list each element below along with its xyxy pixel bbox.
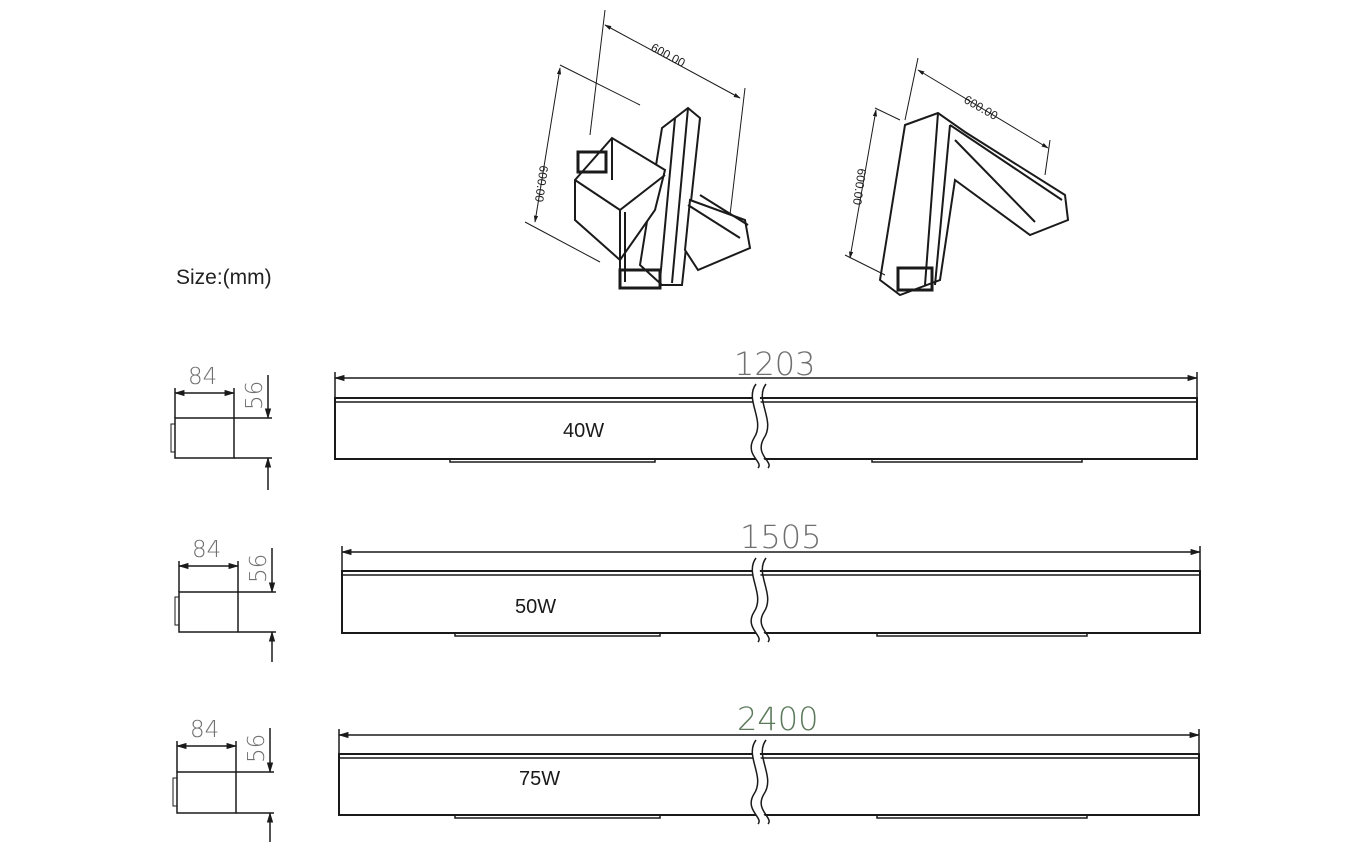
cross-dim-b: 600.00 [532,165,551,204]
fixture-1505: 84 56 1505 50W [174,518,1202,662]
fixture-3-height: 56 [244,734,270,763]
fixture-3-power: 75W [519,768,560,790]
fixture-1-power: 40W [563,420,604,442]
fixture-3-width: 84 [190,717,219,743]
fixture-1-side-view [333,372,1199,471]
size-label: Size:(mm) [176,266,272,289]
fixture-2-side-view [340,546,1202,645]
cross-dim-a: 600.00 [649,40,688,70]
fixture-3-side-view [337,729,1201,827]
l-connector-drawing [844,57,1070,297]
fixture-2-width: 84 [192,537,221,563]
fixture-2-length: 1505 [740,518,821,556]
fixture-2-power: 50W [515,596,556,618]
cross-connector-drawing [524,9,752,290]
fixture-1-height: 56 [242,381,268,410]
fixture-1-width: 84 [188,364,217,390]
fixture-3-cross-section [172,728,274,842]
fixture-2-height: 56 [246,554,272,583]
fixture-2400: 84 56 2400 75W [172,700,1201,842]
l-dim-a: 600.00 [962,92,1001,123]
fixture-3-length: 2400 [737,700,818,738]
l-dim-b: 600.00 [850,168,869,207]
fixture-1-cross-section [170,375,272,490]
fixture-1-length: 1203 [734,345,815,383]
fixture-1203: 84 56 1203 40W [170,345,1199,490]
fixture-2-cross-section [174,548,276,662]
